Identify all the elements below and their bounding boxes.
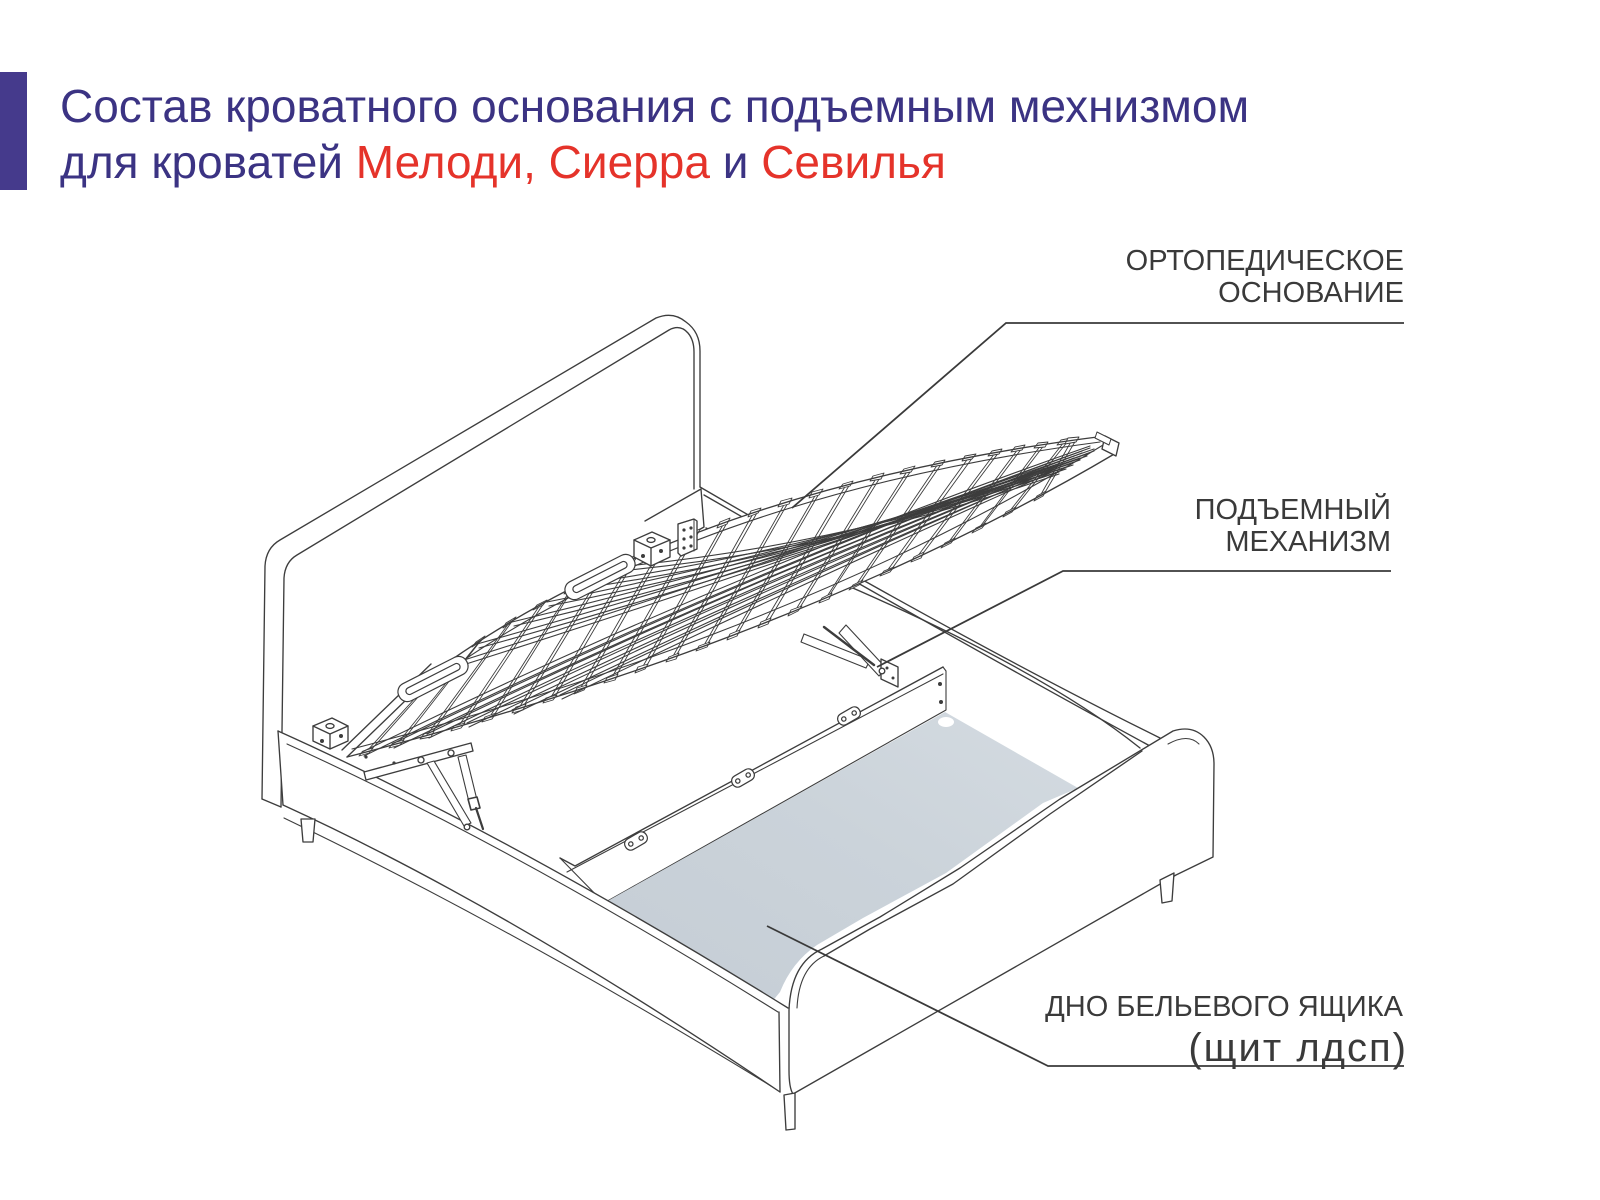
svg-text:для кроватей Мелоди, Сиерра и: для кроватей Мелоди, Сиерра и Севилья [60,136,946,188]
svg-text:ПОДЪЕМНЫЙ: ПОДЪЕМНЫЙ [1195,492,1391,526]
svg-text:ОРТОПЕДИЧЕСКОЕ: ОРТОПЕДИЧЕСКОЕ [1126,245,1404,277]
svg-text:МЕХАНИЗМ: МЕХАНИЗМ [1225,526,1391,558]
svg-text:ОСНОВАНИЕ: ОСНОВАНИЕ [1218,277,1404,309]
svg-text:ДНО БЕЛЬЕВОГО ЯЩИКА: ДНО БЕЛЬЕВОГО ЯЩИКА [1045,991,1403,1023]
svg-text:Состав кроватного основания с: Состав кроватного основания с подъемным … [60,80,1249,132]
svg-text:(щит лдсп): (щит лдсп) [1188,1026,1408,1070]
